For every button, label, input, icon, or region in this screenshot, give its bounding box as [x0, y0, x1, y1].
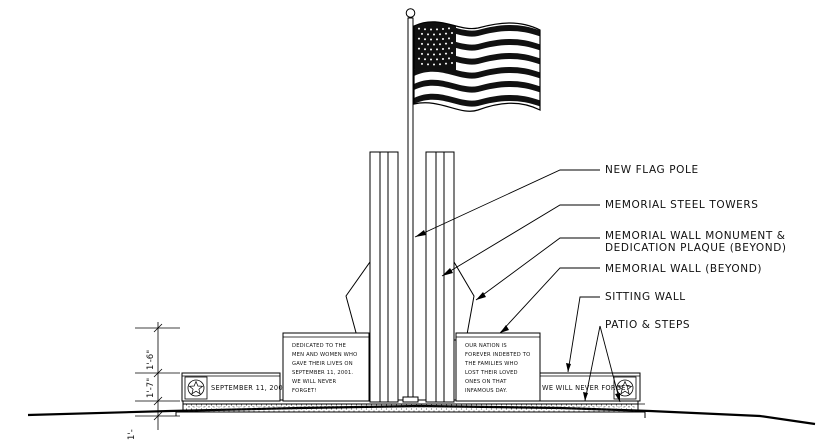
flag-star	[430, 28, 432, 31]
callout-patio-steps: PATIO & STEPS	[605, 319, 690, 331]
plaque-left-line: WE WILL NEVER	[292, 379, 337, 385]
flag-star	[445, 62, 447, 65]
plaque-left-text: DEDICATED TO THE MEN AND WOMEN WHO GAVE …	[292, 343, 357, 394]
flag-star	[445, 42, 447, 45]
flag-pole	[402, 8, 419, 403]
plaque-left-line: DEDICATED TO THE	[292, 343, 346, 349]
dimension-1-6: 1'-6"	[146, 350, 156, 370]
flag-stripe	[414, 93, 540, 108]
flag-star	[448, 57, 450, 60]
sitting-wall-right-text: WE WILL NEVER FORGET	[542, 384, 631, 392]
flag-star	[427, 53, 429, 56]
flag-star	[430, 48, 432, 51]
plaque-left-line: FORGET!	[292, 388, 317, 394]
plaque-left-line: SEPTEMBER 11, 2001.	[292, 370, 353, 376]
flag-star	[430, 58, 432, 61]
plaque-left-line: MEN AND WOMEN WHO	[292, 352, 357, 358]
flag-star	[433, 43, 435, 46]
flag-star	[433, 63, 435, 66]
flag-star	[442, 47, 444, 50]
memorial-steel-towers	[369, 151, 455, 403]
flag-star	[436, 28, 438, 31]
flag-star	[418, 47, 420, 50]
flag-star	[439, 43, 441, 46]
plaque-right-text: OUR NATION IS FOREVER INDEBTED TO THE FA…	[464, 343, 530, 394]
star-medallion-icon	[188, 380, 204, 395]
plaque-right-line: THE FAMILIES WHO	[464, 361, 518, 367]
flag-star	[433, 53, 435, 56]
flag-star	[439, 63, 441, 66]
flag-star	[451, 31, 453, 34]
flag-star	[427, 43, 429, 46]
american-flag-icon	[413, 21, 541, 112]
flag-star	[421, 32, 423, 35]
flag-star	[430, 38, 432, 41]
flag-star	[427, 63, 429, 66]
callout-leaders	[414, 169, 621, 403]
flag-star	[442, 57, 444, 60]
flag-star	[418, 57, 420, 60]
plaque-wall-right: OUR NATION IS FOREVER INDEBTED TO THE FA…	[455, 332, 541, 402]
callout-dedication-plaque: DEDICATION PLAQUE (BEYOND)	[605, 242, 787, 254]
flag-star	[436, 38, 438, 41]
sitting-wall-left-text: SEPTEMBER 11, 2001	[211, 384, 287, 392]
flag-stripe	[414, 65, 540, 80]
flag-star	[445, 52, 447, 55]
plaque-right-line: LOST THEIR LOVED	[465, 370, 518, 376]
flag-star	[439, 33, 441, 36]
flag-star	[442, 37, 444, 40]
plaque-right-line: FOREVER INDEBTED TO	[465, 352, 530, 358]
sitting-wall-right: WE WILL NEVER FORGET	[537, 372, 641, 402]
flag-star	[418, 27, 420, 30]
flag-star	[439, 53, 441, 56]
flag-star	[448, 27, 450, 30]
flag-star	[436, 48, 438, 51]
plaque-right-line: INFAMOUS DAY.	[465, 388, 507, 394]
flag-star	[448, 47, 450, 50]
plaque-right-line: OUR NATION IS	[465, 343, 507, 349]
star-medallion-icon	[617, 380, 633, 395]
flag-star	[424, 58, 426, 61]
leader-arrowheads	[415, 230, 620, 402]
flag-star	[433, 33, 435, 36]
dimension-lines	[135, 322, 180, 430]
flag-star	[451, 61, 453, 64]
sitting-wall-left: SEPTEMBER 11, 2001	[181, 372, 287, 402]
flag-star	[451, 41, 453, 44]
flag-star	[424, 48, 426, 51]
flag-star	[424, 38, 426, 41]
flag-star	[451, 51, 453, 54]
callout-memorial-wall-beyond: MEMORIAL WALL (BEYOND)	[605, 263, 762, 275]
plaque-right-line: ONES ON THAT	[465, 379, 507, 385]
flag-star	[424, 28, 426, 31]
flag-stripe	[414, 79, 540, 94]
flag-star	[421, 62, 423, 65]
patio-stipple-band	[186, 404, 635, 412]
flag-star	[445, 32, 447, 35]
flag-star	[448, 37, 450, 40]
callout-new-flag-pole: NEW FLAG POLE	[605, 164, 699, 176]
callout-sitting-wall: SITTING WALL	[605, 291, 686, 303]
flag-star	[421, 42, 423, 45]
pole-base	[402, 396, 419, 403]
dimension-1-partial: 1'-	[127, 429, 137, 440]
dimension-1-7: 1'-7"	[146, 378, 156, 398]
flag-star	[421, 52, 423, 55]
callout-memorial-wall-monument: MEMORIAL WALL MONUMENT &	[605, 230, 786, 242]
pole-finial	[405, 8, 416, 18]
flag-star	[418, 37, 420, 40]
flag-star	[436, 58, 438, 61]
plaque-left-line: GAVE THEIR LIVES ON	[292, 361, 353, 367]
flag-star	[427, 33, 429, 36]
plaque-wall-left: DEDICATED TO THE MEN AND WOMEN WHO GAVE …	[282, 332, 370, 402]
flag-star	[442, 27, 444, 30]
callout-memorial-steel-towers: MEMORIAL STEEL TOWERS	[605, 199, 759, 211]
